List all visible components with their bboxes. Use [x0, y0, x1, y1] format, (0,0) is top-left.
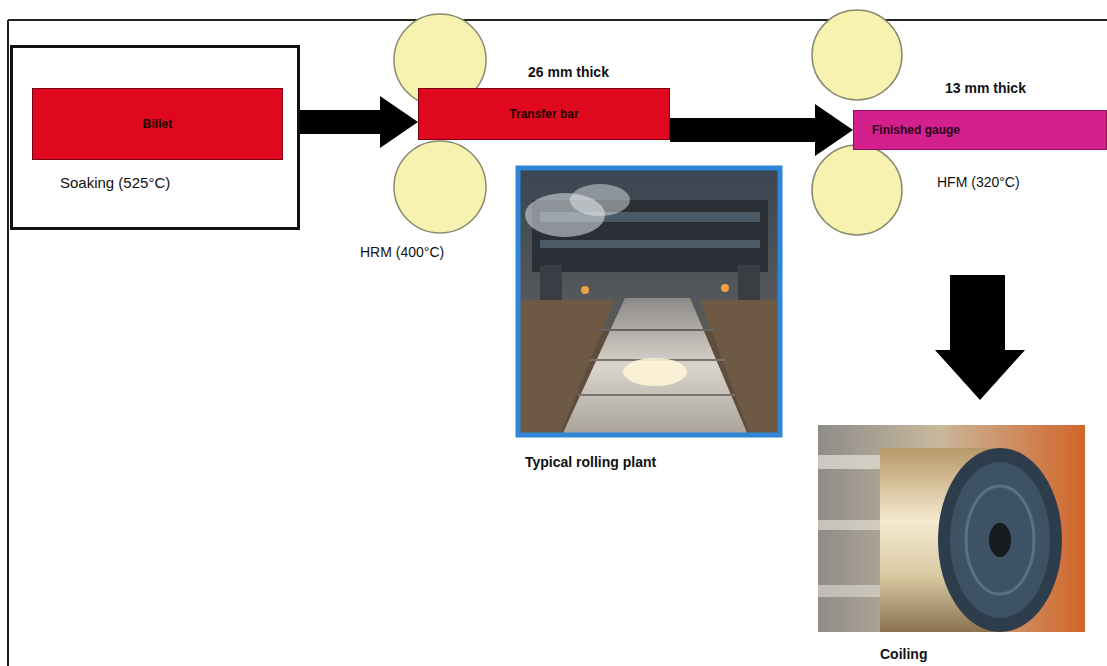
flow-arrow-down: [935, 275, 1025, 400]
work-roll: [812, 10, 902, 100]
lamp: [721, 284, 729, 292]
photo-border: [518, 168, 780, 435]
finished-gauge-bar: Finished gauge: [853, 110, 1107, 150]
work-roll: [812, 145, 902, 235]
coil-face: [938, 448, 1062, 632]
node-text: Finished gauge: [872, 123, 960, 137]
label-anchor: HRM (400°C): [360, 243, 444, 261]
coil-eye: [989, 523, 1011, 557]
node-text: Soaking (525°C): [60, 174, 170, 191]
work-roll: [394, 141, 486, 233]
flow-arrow: [670, 104, 853, 156]
photo-ground: [818, 425, 1085, 632]
mill-temperature: HFM (320°C): [937, 174, 1020, 190]
photo-ground: [518, 168, 780, 435]
label-anchor: 13 mm thick: [945, 79, 1026, 97]
flow-arrow: [300, 96, 418, 148]
rolling-plant-photo: [518, 168, 780, 435]
thickness-dimension: 26 mm thick: [528, 64, 609, 80]
thickness-dimension: 13 mm thick: [945, 80, 1026, 96]
roller: [578, 394, 735, 396]
frame-line: [8, 19, 1107, 21]
billet-bar: Billet: [32, 88, 283, 160]
coiling-photo: [818, 425, 1085, 632]
label-anchor: Typical rolling plant: [525, 453, 656, 471]
roller: [600, 329, 715, 331]
mill-temperature: HRM (400°C): [360, 244, 444, 260]
frame-line: [7, 20, 9, 666]
steel-sheet: [562, 298, 748, 435]
lamp: [581, 286, 589, 294]
label-anchor: HFM (320°C): [937, 173, 1020, 191]
node-text: Billet: [143, 117, 172, 131]
label-anchor: 26 mm thick: [528, 63, 609, 81]
figure-frame: [8, 20, 1107, 666]
transfer-bar: Transfer bar: [418, 88, 670, 140]
photo-caption: Coiling: [880, 646, 927, 662]
label-anchor: Coiling: [880, 645, 927, 663]
node-text: Transfer bar: [509, 107, 578, 121]
coil-face-wrap: [950, 462, 1050, 618]
coil-face-wrap: [966, 486, 1034, 594]
light-glare: [623, 358, 687, 386]
mill-beam: [540, 240, 760, 248]
steam: [570, 184, 630, 216]
photo-caption: Typical rolling plant: [525, 454, 656, 470]
soaking-furnace-box: Soaking (525°C) Billet: [10, 45, 300, 230]
